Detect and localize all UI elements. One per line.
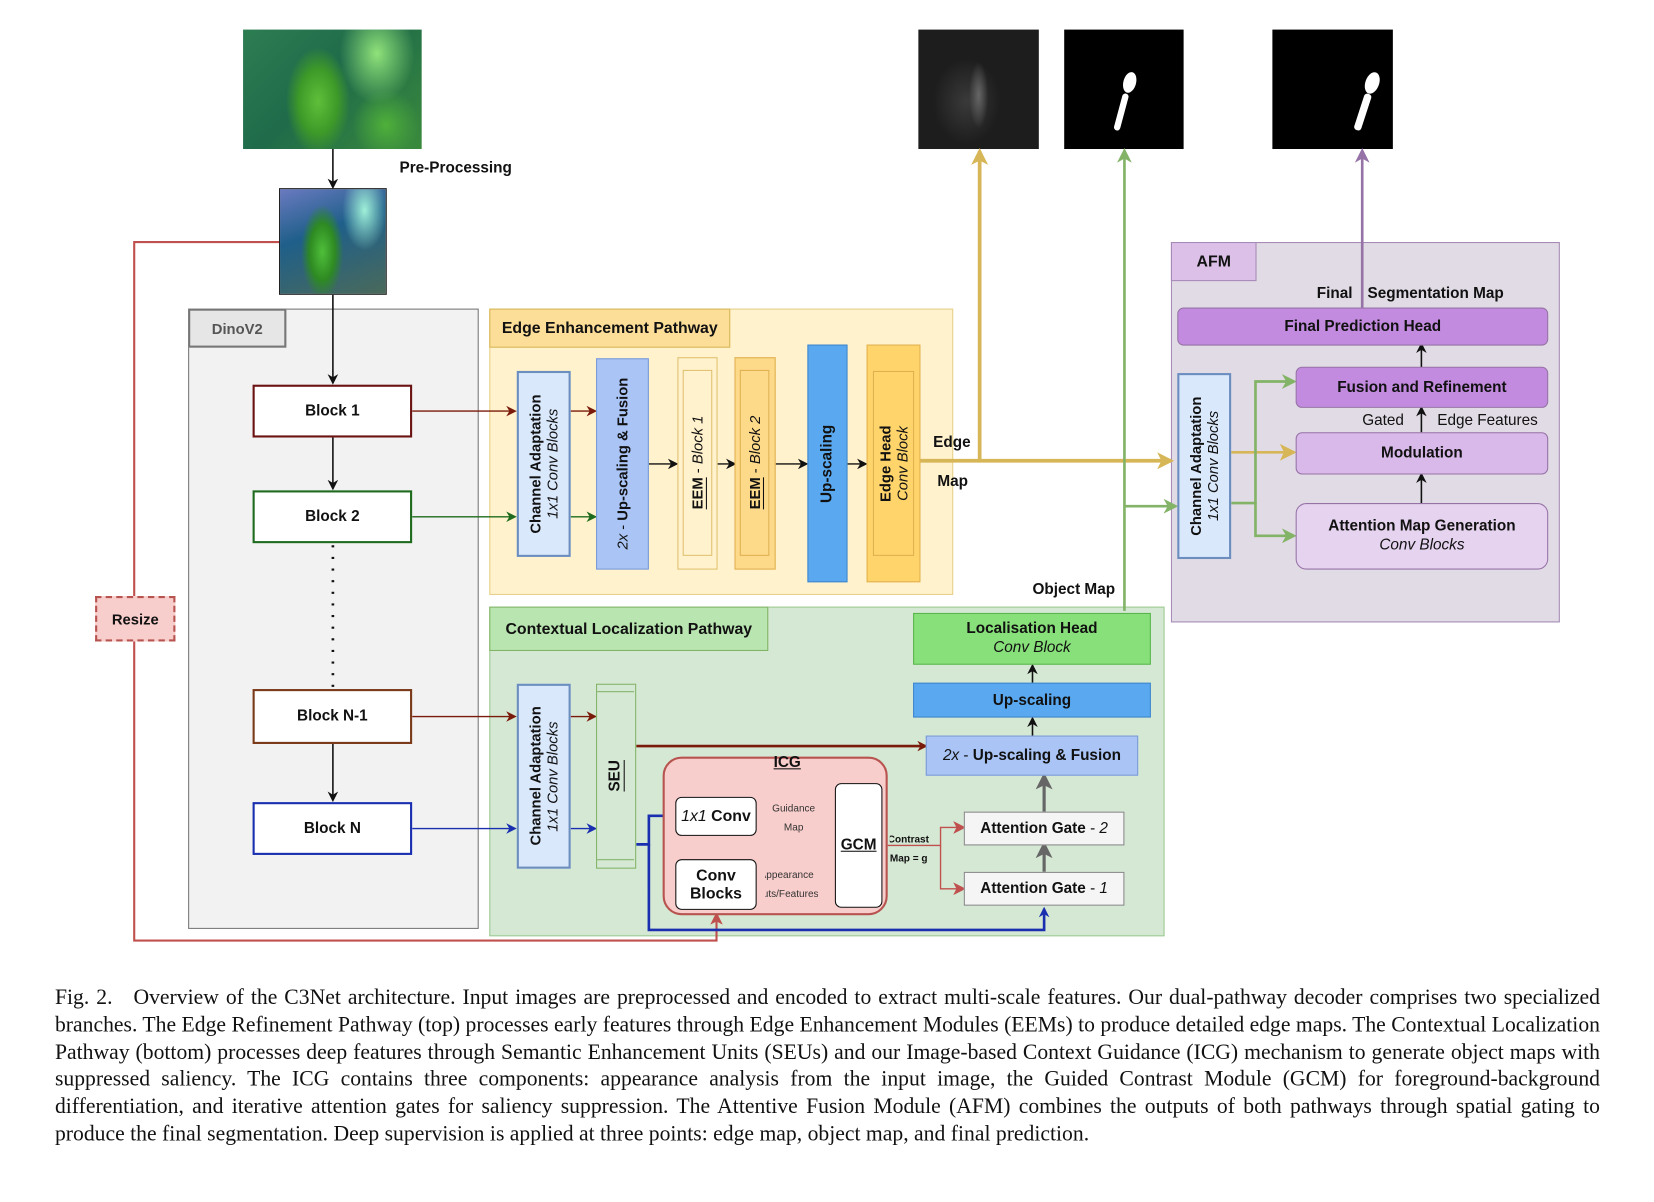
edge-pathway-title: Edge Enhancement Pathway <box>489 308 731 348</box>
caption-text: Overview of the C3Net architecture. Inpu… <box>54 985 1600 1146</box>
edge-head-title: Edge Head <box>876 425 894 502</box>
eem-suffix: Block 1 <box>688 415 706 465</box>
edge-upscaling: Up-scaling <box>807 344 848 583</box>
appearance-label-2: Cuts/Features <box>765 888 818 901</box>
input-image <box>243 29 422 150</box>
encoder-block-2: Block 2 <box>252 490 413 544</box>
context-upscale-fusion: 2x - Up-scaling & Fusion <box>925 735 1139 776</box>
upscale-title: Up-scaling & Fusion <box>613 378 631 522</box>
attention-gate-2: Attention Gate - 2 <box>963 811 1125 846</box>
attention-gate-index: 1 <box>1099 880 1108 898</box>
appearance-label-1: Appearance <box>765 869 814 882</box>
context-pathway-title: Contextual Localization Pathway <box>489 606 769 651</box>
guidance-label-2: Map <box>783 822 804 834</box>
edge-channel-adaptation: Channel Adaptation 1x1 Conv Blocks <box>516 370 571 557</box>
gcm-block: GCM <box>834 783 883 908</box>
attention-gate-title: Attention Gate <box>980 820 1086 837</box>
contrast-map-label: Contrast Map = g <box>890 831 936 869</box>
attention-gate-title: Attention Gate <box>980 880 1086 898</box>
preprocessing-label: Pre-Processing <box>399 159 512 177</box>
object-map-label: Object Map <box>1032 581 1116 599</box>
gated-label: Gated <box>1362 412 1404 430</box>
appearance-label: Appearance Cuts/Features <box>765 867 818 905</box>
final-prediction-head: Final Prediction Head <box>1177 307 1549 346</box>
guidance-label-1: Guidance <box>772 803 816 815</box>
attention-map-title: Attention Map Generation <box>1328 517 1516 535</box>
contrast-label-2: Map = g <box>889 852 928 865</box>
icg-conv-blocks: Conv Blocks <box>675 859 757 910</box>
edge-channel-adaptation-subtitle: 1x1 Conv Blocks <box>543 408 561 520</box>
final-output-label-2: Segmentation Map <box>1367 285 1504 303</box>
edge-head: Edge Head Conv Block <box>866 344 921 583</box>
localisation-head: Localisation Head Conv Block <box>913 612 1151 665</box>
eem-name: EEM <box>688 477 706 510</box>
encoder-block-n-1: Block N-1 <box>252 689 413 744</box>
icg-title: ICG <box>773 754 801 772</box>
edge-head-inner: Edge Head Conv Block <box>872 370 915 556</box>
eem-block-2-inner: EEM - Block 2 <box>739 369 770 556</box>
edge-map-image <box>918 29 1039 150</box>
encoder-block-1: Block 1 <box>252 384 413 438</box>
eem-block-1-inner: EEM - Block 1 <box>682 369 713 556</box>
seu-label: SEU <box>597 691 635 861</box>
upscale-prefix: 2x <box>613 534 631 550</box>
attention-gate-index: 2 <box>1099 820 1108 837</box>
attention-map-subtitle: Conv Blocks <box>1379 536 1465 554</box>
context-channel-adaptation-title: Channel Adaptation <box>526 706 544 846</box>
preprocessed-image <box>278 188 387 295</box>
seu-block: SEU <box>596 683 637 869</box>
localisation-head-subtitle: Conv Block <box>993 638 1071 656</box>
final-segmentation-image <box>1272 29 1393 150</box>
encoder-title: DinoV2 <box>188 308 287 348</box>
afm-channel-adaptation-title: Channel Adaptation <box>1187 396 1205 536</box>
afm-title: AFM <box>1170 242 1257 282</box>
caption-label: Fig. 2. <box>54 985 113 1010</box>
context-channel-adaptation: Channel Adaptation 1x1 Conv Blocks <box>516 683 571 869</box>
afm-channel-adaptation: Channel Adaptation 1x1 Conv Blocks <box>1177 373 1232 560</box>
figure-caption: Fig. 2. Overview of the C3Net architectu… <box>55 985 1600 1149</box>
final-output-label-1: Final <box>1316 285 1353 303</box>
edge-features-label: Edge Features <box>1437 412 1538 430</box>
eem-block-2: EEM - Block 2 <box>734 357 776 570</box>
object-map-image <box>1064 29 1184 150</box>
conv1x1-title: Conv <box>711 807 751 826</box>
edge-head-subtitle: Conv Block <box>893 425 911 501</box>
encoder-block-n: Block N <box>252 802 413 855</box>
contrast-label-1: Contrast <box>889 833 929 846</box>
edge-channel-adaptation-title: Channel Adaptation <box>526 394 544 534</box>
context-channel-adaptation-subtitle: 1x1 Conv Blocks <box>543 721 561 832</box>
icg-conv1x1: 1x1 Conv <box>675 796 757 836</box>
context-upscaling: Up-scaling <box>913 682 1151 718</box>
eem-name: EEM <box>746 477 763 510</box>
fusion-refinement: Fusion and Refinement <box>1295 366 1549 408</box>
connection-arrows <box>133 147 1427 942</box>
edge-map-label-1: Edge <box>933 434 971 452</box>
attention-gate-1: Attention Gate - 1 <box>963 871 1125 906</box>
afm-channel-adaptation-subtitle: 1x1 Conv Blocks <box>1204 410 1222 522</box>
eem-suffix: Block 2 <box>746 415 763 465</box>
upscale-title: Up-scaling & Fusion <box>972 747 1121 765</box>
eem-block-1: EEM - Block 1 <box>677 357 718 570</box>
guidance-map-label: Guidance Map <box>763 800 824 838</box>
modulation: Modulation <box>1295 432 1549 475</box>
conv1x1-prefix: 1x1 <box>681 807 707 826</box>
edge-upscale-fusion: 2x - Up-scaling & Fusion <box>596 358 649 570</box>
resize-box: Resize <box>95 596 176 642</box>
attention-map-generation: Attention Map Generation Conv Blocks <box>1295 503 1549 570</box>
edge-map-label-2: Map <box>937 473 969 491</box>
upscale-prefix: 2x <box>942 747 960 765</box>
localisation-head-title: Localisation Head <box>966 620 1098 638</box>
